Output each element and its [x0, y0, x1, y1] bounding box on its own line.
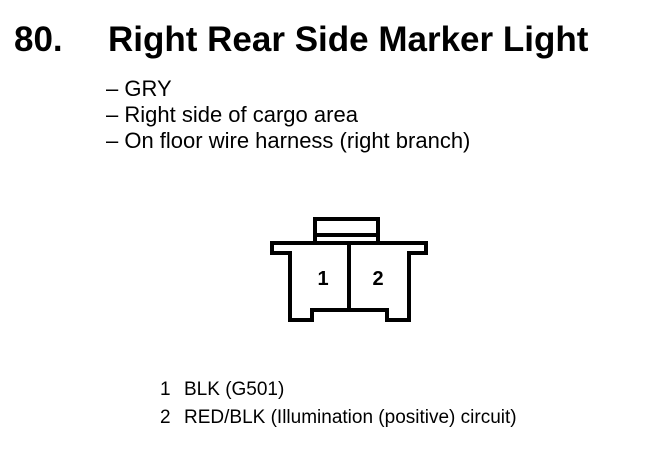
- connector-lock-tab: [313, 217, 380, 243]
- page-title: 80. Right Rear Side Marker Light: [14, 20, 588, 60]
- pin-description: BLK (G501): [184, 379, 285, 400]
- pin-row: 1 BLK (G501): [160, 376, 517, 404]
- connector-color: – GRY: [106, 76, 172, 101]
- pin-description: RED/BLK (Illumination (positive) circuit…: [184, 407, 517, 428]
- cavity-label-2: 2: [372, 268, 383, 290]
- cavity-label-1: 1: [317, 268, 328, 290]
- pin-row: 2 RED/BLK (Illumination (positive) circui…: [160, 404, 517, 432]
- pin-number: 1: [160, 379, 171, 400]
- pin-number: 2: [160, 407, 171, 428]
- connector-location: – Right side of cargo area: [106, 102, 358, 127]
- component-name: Right Rear Side Marker Light: [108, 20, 589, 59]
- component-number: 80.: [14, 20, 63, 59]
- connector-diagram: 1 2: [270, 217, 428, 322]
- pin-list: 1 BLK (G501) 2 RED/BLK (Illumination (posi…: [160, 376, 517, 432]
- connector-housing: [270, 241, 428, 322]
- connector-harness: – On floor wire harness (right branch): [106, 128, 471, 153]
- connector-details: – GRY – Right side of cargo area – On fl…: [106, 76, 470, 154]
